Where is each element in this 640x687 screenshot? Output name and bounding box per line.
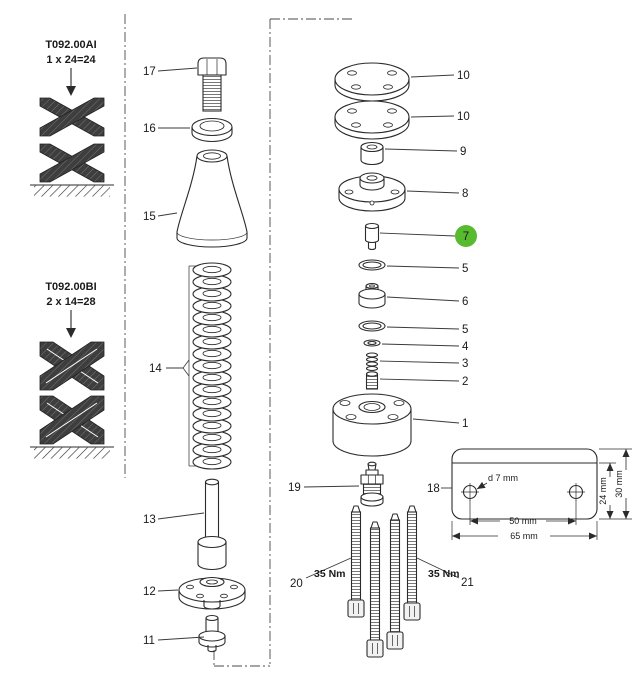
dim-inner-height: 24 mm — [598, 477, 608, 505]
screw-3 — [386, 513, 404, 650]
part-8-flanged-disc — [338, 172, 406, 212]
callout-10a[interactable]: 10 — [410, 70, 470, 82]
part-6-insert — [358, 283, 386, 309]
callout-14-label[interactable]: 14 — [149, 363, 162, 375]
callout-10b-label[interactable]: 10 — [457, 111, 470, 123]
part-19-fitting — [360, 461, 384, 507]
callout-15[interactable]: 15 — [143, 211, 178, 223]
part-7-pin — [364, 222, 380, 251]
callout-13[interactable]: 13 — [143, 512, 205, 526]
torque-label-left: 35 Nm — [314, 568, 346, 580]
dim-hole-spacing: 50 mm — [509, 516, 537, 526]
dim-height: 30 mm — [614, 470, 624, 498]
part-14-spring-stack — [192, 262, 232, 470]
callout-13-label[interactable]: 13 — [143, 514, 156, 526]
callout-19[interactable]: 19 — [288, 482, 360, 494]
part-3-spring — [365, 352, 379, 372]
screw-1 — [347, 505, 365, 618]
part-12-flange — [178, 576, 246, 610]
callout-19-label[interactable]: 19 — [288, 482, 301, 494]
part-5a-o-ring — [358, 259, 386, 271]
down-arrow-icon — [66, 310, 76, 338]
assembly-t092-00ai: T092.00AI 1 x 24=24 — [30, 39, 114, 197]
callout-16-target part-16-ring-nut — [191, 117, 233, 143]
callout-4[interactable]: 4 — [381, 341, 469, 353]
part-9-bushing — [360, 141, 384, 166]
part-1-cylinder-block — [332, 393, 412, 457]
disc-spring-stack-2 — [39, 341, 105, 445]
part-17-hex-bolt — [197, 57, 227, 112]
part-15-bell-housing — [176, 149, 248, 248]
callout-1[interactable]: 1 — [412, 418, 468, 430]
callout-12[interactable]: 12 — [143, 586, 179, 598]
part-10b-plate — [334, 100, 410, 140]
callout-11-label[interactable]: 11 — [143, 635, 155, 647]
part-4-washer — [363, 339, 381, 347]
bracket-dimension-50mm: 50 mm — [469, 500, 577, 526]
callout-10b[interactable]: 10 — [410, 111, 470, 123]
part-18-bracket: d 7 mm — [451, 448, 598, 520]
callout-5a-label[interactable]: 5 — [462, 263, 468, 275]
callout-9[interactable]: 9 — [384, 146, 466, 158]
screw-4 — [403, 505, 421, 621]
dim-width: 65 mm — [510, 531, 538, 541]
callout-17[interactable]: 17 — [143, 66, 198, 78]
callout-18-label[interactable]: 18 — [427, 483, 440, 495]
callout-16[interactable]: 16 — [143, 123, 190, 135]
callout-10a-label[interactable]: 10 — [457, 70, 470, 82]
callout-6[interactable]: 6 — [386, 296, 468, 308]
part-11-bolt — [198, 614, 226, 653]
callout-8-label[interactable]: 8 — [462, 188, 468, 200]
callout-4-label[interactable]: 4 — [462, 341, 469, 353]
callout-11[interactable]: 11 — [143, 635, 205, 647]
callout-20-label[interactable]: 20 — [290, 578, 303, 590]
screw-2 — [366, 521, 384, 658]
callout-3-label[interactable]: 3 — [462, 358, 468, 370]
assembly-1-formula: 1 x 24=24 — [46, 54, 96, 66]
disc-spring-stack-1 — [39, 97, 105, 183]
torque-label-right: 35 Nm — [428, 568, 460, 580]
callout-5b-label[interactable]: 5 — [462, 324, 468, 336]
ground-hatch-1 — [30, 184, 114, 197]
callout-9-label[interactable]: 9 — [460, 146, 466, 158]
callout-8[interactable]: 8 — [406, 188, 468, 200]
callout-20[interactable]: 35 Nm 20 — [290, 557, 352, 590]
assembly-2-code: T092.00BI — [45, 281, 96, 293]
assembly-1-code: T092.00AI — [45, 39, 96, 51]
dim-hole-diameter: d 7 mm — [488, 473, 518, 483]
centerlines — [124, 14, 352, 667]
part-5b-o-ring — [358, 320, 386, 332]
callout-16-label[interactable]: 16 — [143, 123, 156, 135]
callout-6-label[interactable]: 6 — [462, 296, 468, 308]
callout-5b[interactable]: 5 — [386, 324, 468, 336]
callout-12-label[interactable]: 12 — [143, 586, 156, 598]
callout-21-label[interactable]: 21 — [461, 577, 474, 589]
callout-7-label[interactable]: 7 — [463, 231, 469, 243]
part-2-stud — [365, 371, 379, 390]
callout-21[interactable]: 35 Nm 21 — [416, 557, 474, 589]
ground-hatch-2 — [30, 446, 114, 459]
callout-5a[interactable]: 5 — [386, 263, 468, 275]
part-10a-plate — [334, 62, 410, 102]
down-arrow-icon — [66, 68, 76, 96]
callout-1-label[interactable]: 1 — [462, 418, 468, 430]
callout-17-label[interactable]: 17 — [143, 66, 156, 78]
callout-7-highlight[interactable]: 7 — [379, 225, 477, 247]
screws-20-21 — [347, 505, 421, 658]
callout-18[interactable]: 18 — [427, 483, 452, 495]
callout-2[interactable]: 2 — [379, 376, 468, 388]
callout-14[interactable]: 14 — [149, 363, 183, 375]
bracket-dimension-65mm: 65 mm — [451, 521, 598, 541]
assembly-2-formula: 2 x 14=28 — [46, 296, 95, 308]
callout-2-label[interactable]: 2 — [462, 376, 468, 388]
highlight-circle[interactable] — [455, 225, 477, 247]
assembly-t092-00bi: T092.00BI 2 x 14=28 — [30, 281, 114, 459]
bracket-dimension-30mm: 30 mm — [599, 448, 632, 519]
bracket-dimension-24mm: 24 mm — [598, 462, 632, 520]
callout-15-label[interactable]: 15 — [143, 211, 156, 223]
part-13-rod — [197, 478, 227, 571]
callout-3[interactable]: 3 — [379, 358, 468, 370]
